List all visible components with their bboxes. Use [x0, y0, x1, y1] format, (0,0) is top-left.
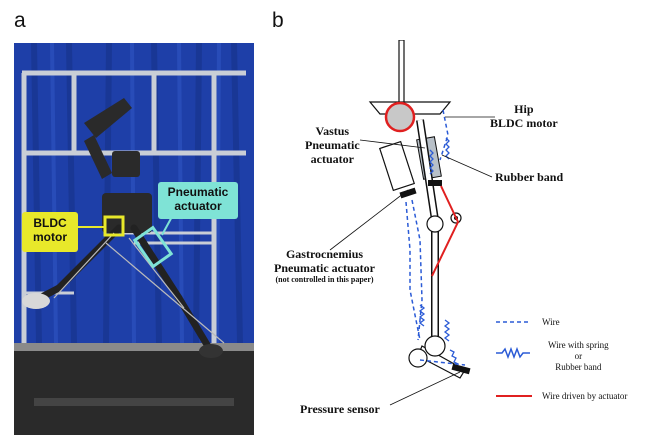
bldc-callout-line1: BLDC	[33, 216, 67, 230]
vastus-actuator-label: Vastus Pneumatic actuator	[305, 124, 360, 166]
panel-letter-a: a	[14, 9, 26, 32]
pneumatic-callout-line1: Pneumatic	[167, 185, 229, 199]
hip-label-line1: Hip	[514, 102, 534, 116]
legend-spring-line2: or	[574, 351, 583, 361]
vastus-label-line1: Vastus	[315, 124, 350, 138]
legend-wire: Wire	[542, 317, 560, 327]
gastro-note: (not controlled in this paper)	[275, 275, 374, 284]
legend-driven-wire: Wire driven by actuator	[542, 391, 628, 401]
hip-label-line2: BLDC motor	[490, 116, 558, 130]
gastro-label-line2: Pneumatic actuator	[274, 261, 375, 275]
legend-spring-line3: Rubber band	[555, 362, 602, 372]
bldc-motor-callout: BLDC motor	[22, 212, 78, 252]
legend-spring: Wire with spring or Rubber band	[548, 340, 609, 373]
vastus-label-line3: actuator	[310, 152, 354, 166]
legend-spring-line1: Wire with spring	[548, 340, 609, 350]
hip-motor-label: Hip BLDC motor	[490, 102, 558, 130]
pneumatic-callout-line2: actuator	[174, 199, 222, 213]
rubber-band-label: Rubber band	[495, 170, 564, 184]
gastro-label-line1: Gastrocnemius	[285, 247, 364, 261]
panel-letter-b: b	[272, 9, 284, 32]
vastus-label-line2: Pneumatic	[305, 138, 360, 152]
bldc-callout-line2: motor	[33, 230, 67, 244]
gastrocnemius-actuator-label: Gastrocnemius Pneumatic actuator (not co…	[274, 247, 375, 285]
leg-schematic	[329, 40, 532, 406]
pneumatic-actuator-callout: Pneumatic actuator	[158, 182, 238, 219]
pressure-sensor-label: Pressure sensor	[300, 402, 380, 416]
